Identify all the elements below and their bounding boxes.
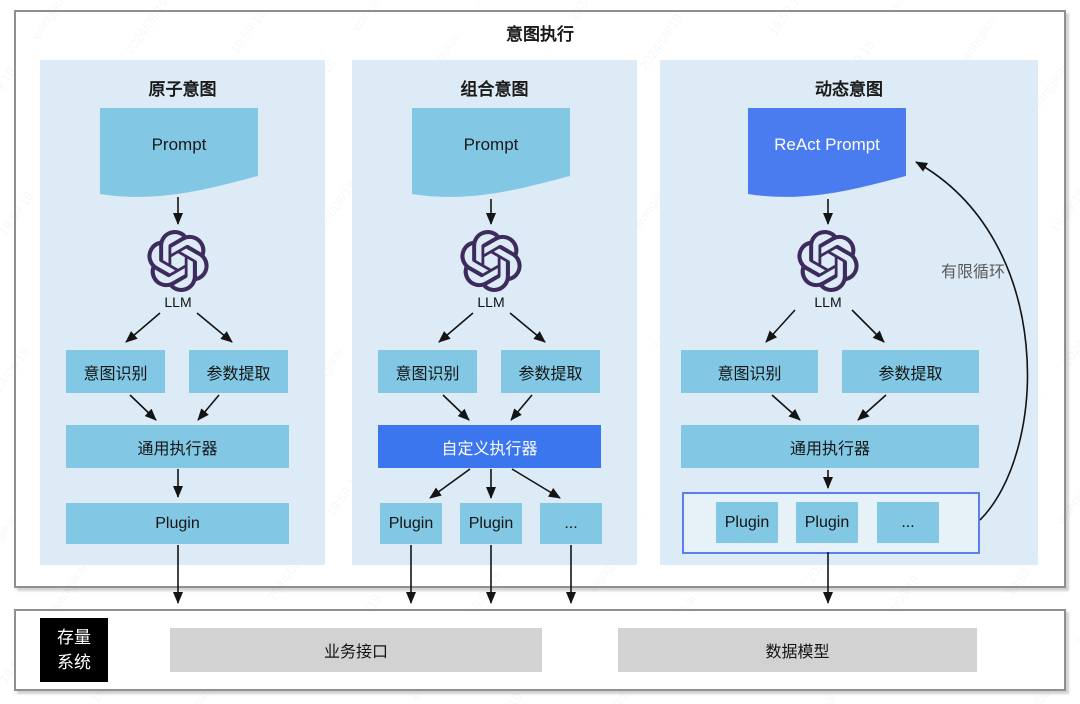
param-extraction-box: 参数提取 <box>189 350 288 393</box>
general-executor-box: 通用执行器 <box>66 425 289 468</box>
prompt-flag-composite: Prompt <box>412 108 570 198</box>
react-prompt-flag: ReAct Prompt <box>748 108 906 198</box>
plugin-box: Plugin <box>460 503 522 544</box>
column-header-dynamic: 动态意图 <box>815 80 883 99</box>
general-executor-box: 通用执行器 <box>681 425 979 468</box>
param-extraction-box: 参数提取 <box>501 350 600 393</box>
plugin-ellipsis-box: ... <box>877 502 939 543</box>
outer-frame <box>14 10 1066 588</box>
openai-logo-icon <box>460 230 522 292</box>
llm-label: LLM <box>814 294 842 310</box>
prompt-label: Prompt <box>463 135 519 154</box>
plugin-box: Plugin <box>380 503 442 544</box>
openai-logo-icon <box>147 230 209 292</box>
llm-label: LLM <box>164 294 192 310</box>
business-interface-box: 业务接口 <box>170 628 542 672</box>
plugin-box: Plugin <box>796 502 858 543</box>
legacy-system-line1: 存量 <box>57 627 91 647</box>
plugin-box: Plugin <box>66 503 289 544</box>
custom-executor-box: 自定义执行器 <box>378 425 601 468</box>
plugin-box: Plugin <box>716 502 778 543</box>
legacy-system-line2: 系统 <box>57 653 91 672</box>
param-extraction-box: 参数提取 <box>842 350 979 393</box>
data-model-box: 数据模型 <box>618 628 977 672</box>
openai-logo-icon <box>797 230 859 292</box>
column-header-atomic: 原子意图 <box>148 80 217 99</box>
plugin-ellipsis-box: ... <box>540 503 602 544</box>
loop-label: 有限循环 <box>940 264 1005 281</box>
prompt-label: Prompt <box>151 135 207 154</box>
intent-recognition-box: 意图识别 <box>66 350 165 393</box>
intent-recognition-box: 意图识别 <box>378 350 477 393</box>
intent-recognition-box: 意图识别 <box>681 350 818 393</box>
prompt-label: ReAct Prompt <box>774 135 880 154</box>
llm-label: LLM <box>477 294 505 310</box>
column-header-composite: 组合意图 <box>460 80 529 99</box>
prompt-flag-atomic: Prompt <box>100 108 258 198</box>
legacy-system-box: 存量 系统 <box>40 618 108 682</box>
page-title: 意图执行 <box>506 25 574 44</box>
